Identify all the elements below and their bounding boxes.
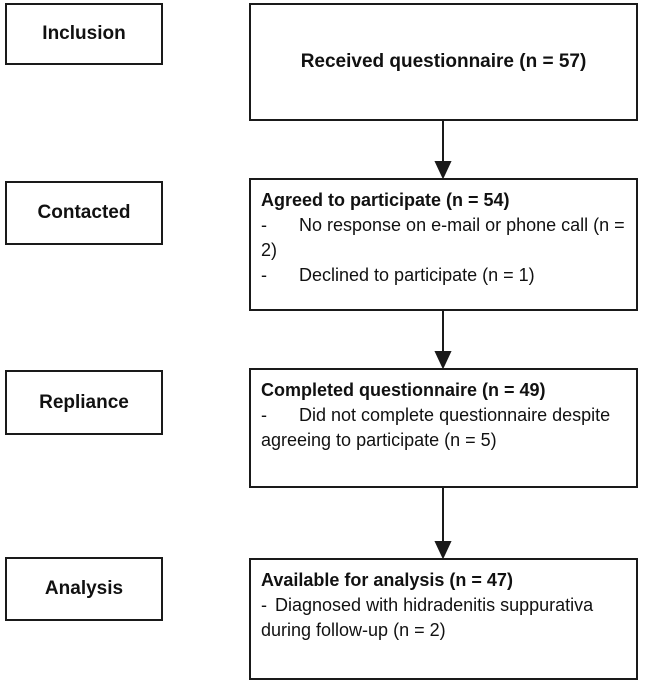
box-title: Available for analysis (n = 47)	[261, 570, 513, 590]
stage-label: Inclusion	[42, 23, 126, 44]
item-text: No response on e-mail or phone call (n =…	[261, 215, 625, 260]
bullet-dash: -	[261, 215, 267, 235]
arrow-head	[434, 541, 452, 560]
bullet-dash: -	[261, 405, 267, 425]
item-text: Diagnosed with hidradenitis suppurativa …	[261, 595, 594, 640]
box-title: Agreed to participate (n = 54)	[261, 190, 510, 210]
arrow-head	[434, 351, 452, 370]
stage-label: Analysis	[44, 578, 124, 599]
box-item: -Did not complete questionnaire despite …	[261, 403, 626, 453]
box-item: - Declined to participate (n = 1)	[261, 263, 626, 288]
stage-box-analysis: Analysis	[5, 557, 163, 621]
stage-box-inclusion: Inclusion	[5, 3, 163, 65]
box-item: -Diagnosed with hidradenitis suppurativa…	[261, 593, 626, 643]
item-text: Declined to participate (n = 1)	[299, 265, 535, 285]
available-box: Available for analysis (n = 47) -Diagnos…	[249, 558, 638, 680]
box-item: -No response on e-mail or phone call (n …	[261, 213, 626, 263]
stage-label: Repliance	[39, 391, 129, 413]
stage-label: Contacted	[37, 202, 131, 223]
agreed-box: Agreed to participate (n = 54) -No respo…	[249, 178, 638, 311]
bullet-dash: -	[261, 595, 267, 615]
bullet-dash: -	[261, 265, 267, 285]
box-title: Received questionnaire (n = 57)	[300, 51, 587, 72]
box-title: Completed questionnaire (n = 49)	[261, 380, 546, 400]
item-text: Did not complete questionnaire despite a…	[261, 405, 611, 450]
stage-box-contacted: Contacted	[5, 181, 163, 245]
received-box: Received questionnaire (n = 57)	[249, 3, 638, 121]
arrow-head	[434, 161, 452, 180]
completed-box: Completed questionnaire (n = 49) -Did no…	[249, 368, 638, 488]
stage-box-repliance: Repliance	[5, 370, 163, 435]
